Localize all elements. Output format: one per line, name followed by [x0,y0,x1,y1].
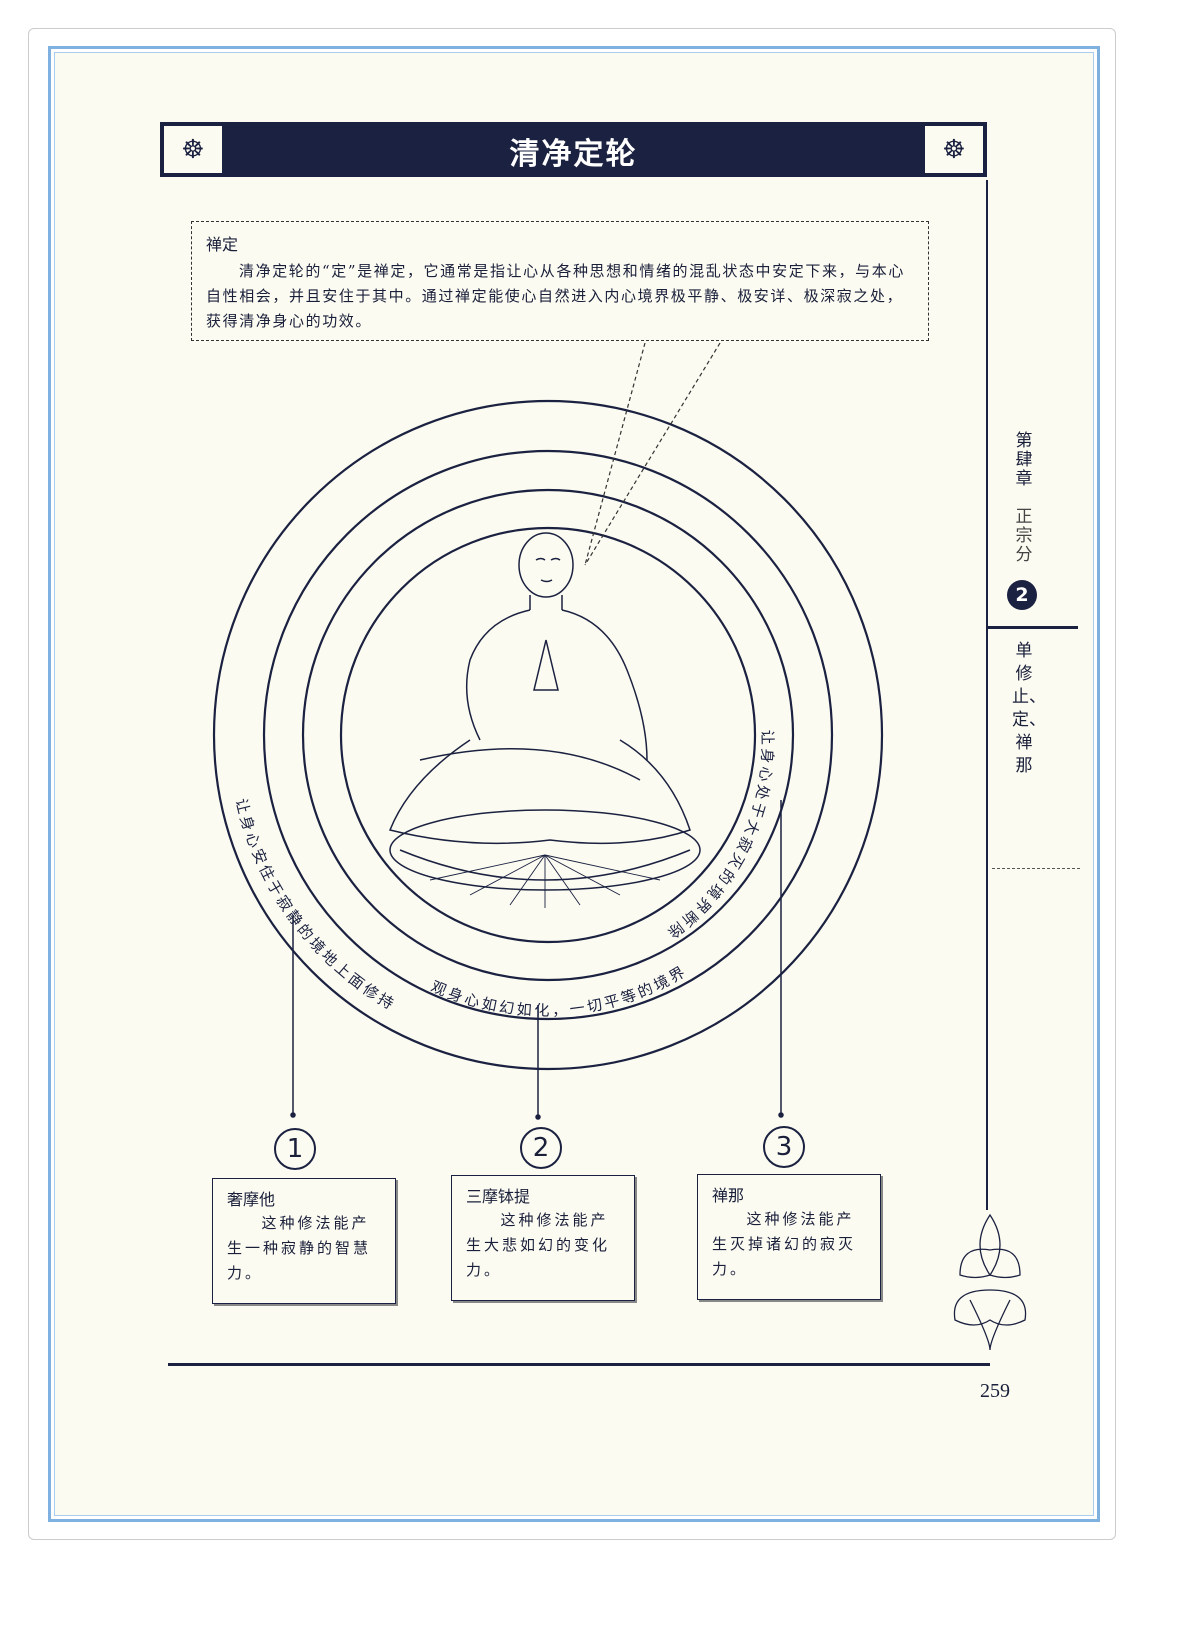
title-bar: ☸ 清净定轮 ☸ [160,122,987,177]
page-title: 清净定轮 [509,137,638,172]
ring-text-3: 让身心处于大寂灭的境界断除烦恼 [0,0,777,943]
definition-box: 禅定 清净定轮的“定”是禅定，它通常是指让心从各种思想和情绪的混乱状态中安定下来… [191,221,929,341]
leader-lines [290,800,784,1120]
section-label: 单修止、定、禅那 [1012,641,1046,776]
page-number: 259 [980,1380,1010,1402]
vajra-ornament-icon: ☸ [924,125,984,174]
method-title: 三摩钵提 [466,1187,531,1206]
part-badge: 2 [1007,580,1037,610]
method-text: 这种修法能产生灭掉诸幻的寂灭力。 [712,1210,857,1278]
method-title: 禅那 [712,1186,745,1205]
lotus-ornament-icon [953,1213,1027,1351]
method-number-3: 3 [763,1126,805,1168]
speech-pointer [584,342,721,566]
definition-heading: 禅定 [206,235,239,254]
ring-text-1: 让身心安住于寂静的境地上面修持 [232,797,399,1015]
method-box-2: 三摩钵提 这种修法能产生大悲如幻的变化力。 [451,1175,635,1301]
definition-text: 清净定轮的“定”是禅定，它通常是指让心从各种思想和情绪的混乱状态中安定下来，与本… [206,262,905,330]
method-title: 奢摩他 [227,1190,276,1209]
part-label: 正宗分 [1015,507,1033,565]
monk-figure [388,532,701,891]
section-rule [988,626,1078,629]
inner-ring [339,526,757,944]
method-text: 这种修法能产生大悲如幻的变化力。 [466,1211,611,1279]
outer-ring [212,399,884,1071]
lotus-base-rays [429,854,661,908]
method-number-2: 2 [520,1127,562,1169]
section-end-rule [992,868,1080,869]
method-box-3: 禅那 这种修法能产生灭掉诸幻的寂灭力。 [697,1174,881,1300]
ring-text-2: 观身心如幻如化，一切平等的境界 [428,962,690,1020]
ring-2 [262,449,834,1021]
method-text: 这种修法能产生一种寂静的智慧力。 [227,1214,372,1282]
footer-rule [168,1363,990,1366]
vajra-ornament-icon: ☸ [163,125,223,174]
chapter-label: 第肆章 [1015,431,1033,489]
ring-3 [301,488,795,982]
method-number-1: 1 [274,1128,316,1170]
method-box-1: 奢摩他 这种修法能产生一种寂静的智慧力。 [212,1178,396,1304]
margin-divider [986,180,988,1210]
